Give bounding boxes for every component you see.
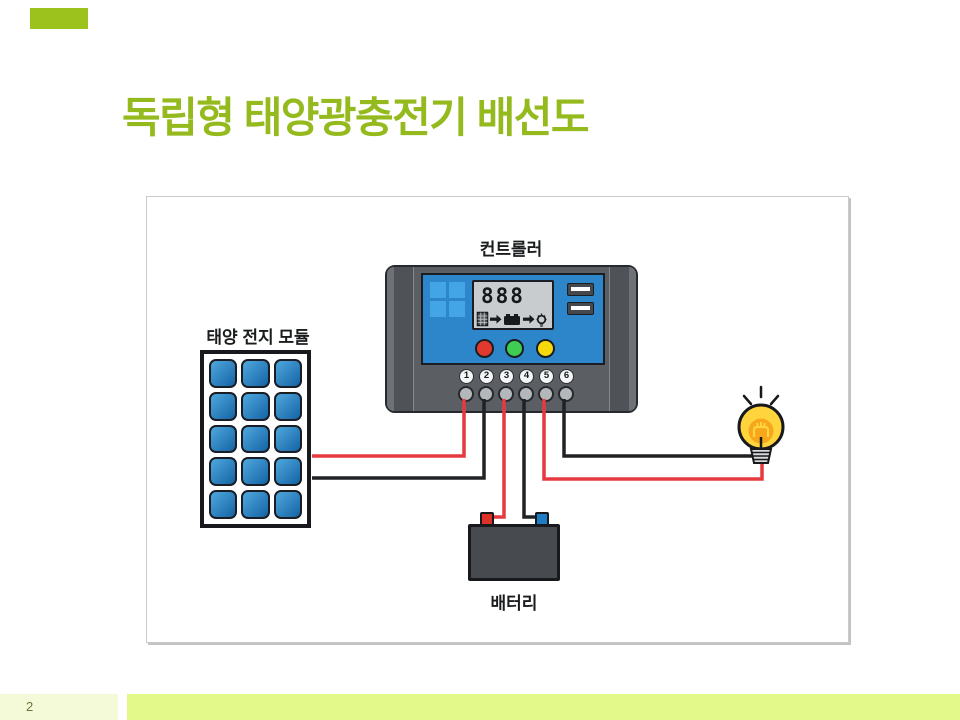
battery-body [468, 524, 560, 581]
charge-controller: 888 [385, 265, 638, 413]
wiring [312, 399, 764, 519]
terminal-screw-2 [478, 386, 494, 402]
terminal-number-2: 2 [479, 369, 494, 384]
page-number-box: 2 [0, 694, 118, 720]
bulb-icon [536, 313, 547, 327]
terminal-screw-3 [498, 386, 514, 402]
footer-bar [127, 694, 960, 720]
battery [468, 512, 560, 581]
controller-face-panel: 888 [421, 273, 605, 365]
wire-load-negative [562, 399, 754, 458]
arrow-right-icon [523, 314, 535, 324]
controller-left-ear [387, 267, 414, 411]
light-bulb-icon [737, 385, 785, 464]
terminal-number-5: 5 [539, 369, 554, 384]
wire-solar-negative [312, 399, 486, 480]
green-button [505, 339, 524, 358]
terminal-number-6: 6 [559, 369, 574, 384]
battery-label: 배터리 [490, 594, 538, 613]
usb-port-icon [567, 283, 594, 296]
wire-battery-positive [489, 399, 506, 519]
red-button [475, 339, 494, 358]
solar-module [200, 350, 311, 528]
slide-title: 독립형 태양광충전기 배선도 [122, 94, 590, 141]
lcd-status-icons [476, 311, 547, 327]
terminal-number-1: 1 [459, 369, 474, 384]
page-number: 2 [26, 699, 34, 714]
wire-battery-negative [522, 399, 543, 519]
yellow-button [536, 339, 555, 358]
usb-port-icon [567, 302, 594, 315]
terminal-screw-6 [558, 386, 574, 402]
terminal-number-4: 4 [519, 369, 534, 384]
battery-icon [504, 314, 520, 325]
lcd-display: 888 [472, 280, 554, 330]
terminal-screw-1 [458, 386, 474, 402]
controller-label: 컨트롤러 [479, 240, 543, 259]
terminal-screw-5 [538, 386, 554, 402]
wire-solar-positive [312, 399, 466, 458]
wire-load-positive [542, 399, 764, 481]
controller-right-ear [609, 267, 636, 411]
wiring-diagram: 컨트롤러 888 [146, 196, 849, 643]
solar-module-label: 태양 전지 모듈 [206, 328, 310, 347]
accent-rect [30, 8, 88, 29]
solar-panel-icon [476, 311, 489, 327]
lcd-digits: 888 [481, 284, 525, 308]
terminal-screw-4 [518, 386, 534, 402]
vent-window-icon [430, 282, 465, 317]
terminal-number-3: 3 [499, 369, 514, 384]
arrow-right-icon [490, 314, 502, 324]
